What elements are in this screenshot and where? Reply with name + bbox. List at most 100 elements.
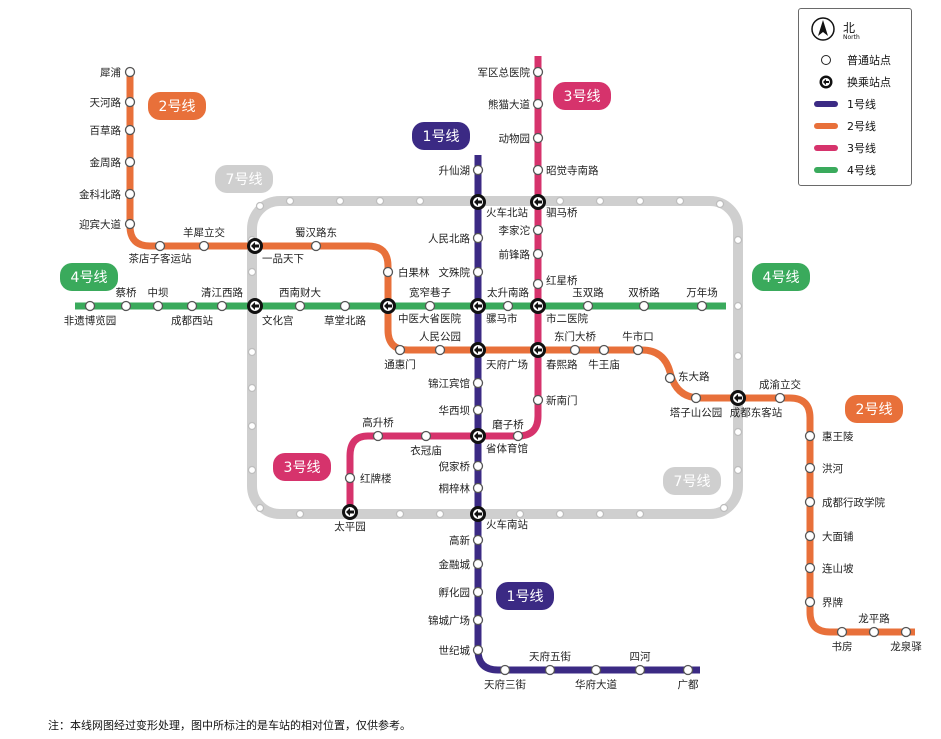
station[interactable]: 金融城	[439, 558, 484, 571]
station[interactable]: 迎宾大道	[79, 218, 136, 231]
station[interactable]: 成渝立交	[759, 378, 801, 404]
station[interactable]: 连山坡	[804, 562, 854, 575]
station[interactable]: 双桥路	[628, 286, 660, 312]
transfer-station[interactable]: 火车南站	[470, 506, 528, 531]
station[interactable]: 宽窄巷子	[409, 286, 451, 312]
station-label: 升仙湖	[439, 164, 471, 177]
station[interactable]: 成都行政学院	[804, 496, 886, 509]
station[interactable]: 锦江宾馆	[428, 377, 484, 390]
station[interactable]: 前锋路	[499, 248, 544, 261]
station[interactable]: 世纪城	[439, 644, 484, 657]
station[interactable]: 白果林	[382, 266, 430, 279]
station[interactable]: 牛王庙	[588, 344, 620, 372]
station[interactable]: 倪家桥	[439, 460, 484, 473]
station-dot	[868, 626, 880, 638]
transfer-station[interactable]: 一品天下	[247, 238, 304, 265]
station[interactable]: 牛市口	[622, 330, 654, 356]
transfer-station[interactable]: 太平园	[334, 504, 366, 533]
station[interactable]: 升仙湖	[439, 164, 484, 177]
station[interactable]: 成都西站	[171, 300, 213, 328]
station[interactable]: 蜀汉路东	[295, 226, 337, 252]
station[interactable]: 西南财大	[279, 286, 321, 312]
transfer-station[interactable]: 驷马桥	[530, 194, 578, 219]
badge-line2-east-label: 2号线	[856, 402, 893, 418]
station[interactable]: 高升桥	[362, 416, 394, 442]
transfer-station[interactable]: 春熙路	[530, 342, 578, 371]
station-dot	[372, 430, 384, 442]
transfer-station-icon	[819, 75, 833, 89]
station[interactable]: 广都	[678, 664, 699, 692]
station[interactable]: 羊犀立交	[183, 226, 225, 252]
station[interactable]: 熊猫大道	[488, 98, 544, 111]
station[interactable]: 高新	[449, 534, 484, 547]
station[interactable]: 草堂北路	[324, 300, 366, 328]
station[interactable]: 金科北路	[79, 188, 136, 201]
station[interactable]: 锦城广场	[428, 614, 484, 627]
station[interactable]: 华西坝	[439, 404, 484, 417]
station[interactable]: 万年场	[686, 286, 718, 312]
station[interactable]: 四河	[630, 651, 651, 676]
station-dot	[124, 156, 136, 168]
station[interactable]: 金周路	[90, 156, 136, 169]
transfer-station[interactable]: 省体育馆	[470, 428, 528, 455]
station-label: 界牌	[822, 596, 843, 609]
station[interactable]: 东门大桥	[554, 330, 596, 356]
station[interactable]: 衣冠庙	[410, 430, 442, 458]
legend-item-line1: 1号线	[813, 97, 876, 111]
station-dot	[434, 344, 446, 356]
legend-item-line2: 2号线	[813, 119, 876, 133]
station-label: 华西坝	[439, 404, 471, 417]
station[interactable]: 百草路	[90, 124, 136, 137]
station[interactable]: 太升南路	[487, 286, 529, 312]
station[interactable]: 昭觉寺南路	[532, 164, 599, 177]
legend-label: 1号线	[847, 98, 876, 111]
station[interactable]: 清江西路	[201, 286, 243, 312]
station-label: 迎宾大道	[79, 218, 121, 231]
station[interactable]: 人民公园	[419, 331, 461, 356]
station[interactable]: 蔡桥	[116, 286, 137, 312]
station[interactable]: 通惠门	[384, 344, 416, 372]
transfer-station[interactable]: 火车北站	[470, 194, 528, 219]
station[interactable]: 红牌楼	[344, 472, 392, 485]
station[interactable]: 军区总医院	[478, 66, 544, 79]
station[interactable]: 红星桥	[532, 274, 578, 290]
transfer-station[interactable]: 天府广场	[470, 342, 528, 371]
transfer-station[interactable]: 中医大省医院	[380, 298, 461, 325]
station[interactable]: 文殊院	[439, 266, 484, 279]
station[interactable]: 动物园	[499, 132, 544, 145]
station[interactable]: 华府大道	[575, 664, 617, 692]
station[interactable]: 人民北路	[428, 232, 484, 245]
transfer-station[interactable]: 文化宫	[247, 298, 294, 327]
station-dot	[472, 644, 484, 656]
station[interactable]: 书房	[832, 626, 853, 654]
station[interactable]: 李家沱	[499, 224, 544, 237]
station-label: 犀浦	[100, 66, 121, 79]
transfer-station[interactable]: 市二医院	[530, 298, 588, 325]
station[interactable]: 天府五街	[529, 650, 571, 676]
station[interactable]: 桐梓林	[439, 482, 484, 495]
station-dot	[120, 300, 132, 312]
station[interactable]: 中坝	[148, 286, 169, 312]
station[interactable]: 惠王陵	[804, 430, 854, 443]
station[interactable]: 新南门	[532, 394, 578, 407]
station[interactable]: 非遗博览园	[64, 300, 117, 328]
station-label: 书房	[832, 640, 853, 653]
station[interactable]: 玉双路	[572, 286, 604, 312]
station-label: 省体育馆	[486, 442, 528, 455]
station[interactable]: 龙泉驿	[890, 626, 922, 654]
station[interactable]: 磨子桥	[492, 419, 524, 442]
station[interactable]: 茶店子客运站	[129, 240, 192, 266]
station[interactable]: 洪河	[804, 462, 844, 475]
station[interactable]: 塔子山公园	[670, 392, 723, 420]
transfer-station[interactable]: 骡马市	[470, 298, 518, 325]
station[interactable]: 大面铺	[804, 530, 854, 543]
transfer-station[interactable]: 成都东客站	[730, 390, 783, 419]
station[interactable]: 龙平路	[858, 612, 890, 638]
station[interactable]: 天河路	[90, 96, 136, 109]
station[interactable]: 东大路	[664, 370, 710, 384]
station[interactable]: 天府三街	[484, 664, 526, 692]
station-label: 金周路	[90, 156, 122, 169]
station[interactable]: 犀浦	[100, 66, 136, 79]
station[interactable]: 界牌	[804, 596, 844, 609]
station[interactable]: 孵化园	[439, 586, 484, 599]
